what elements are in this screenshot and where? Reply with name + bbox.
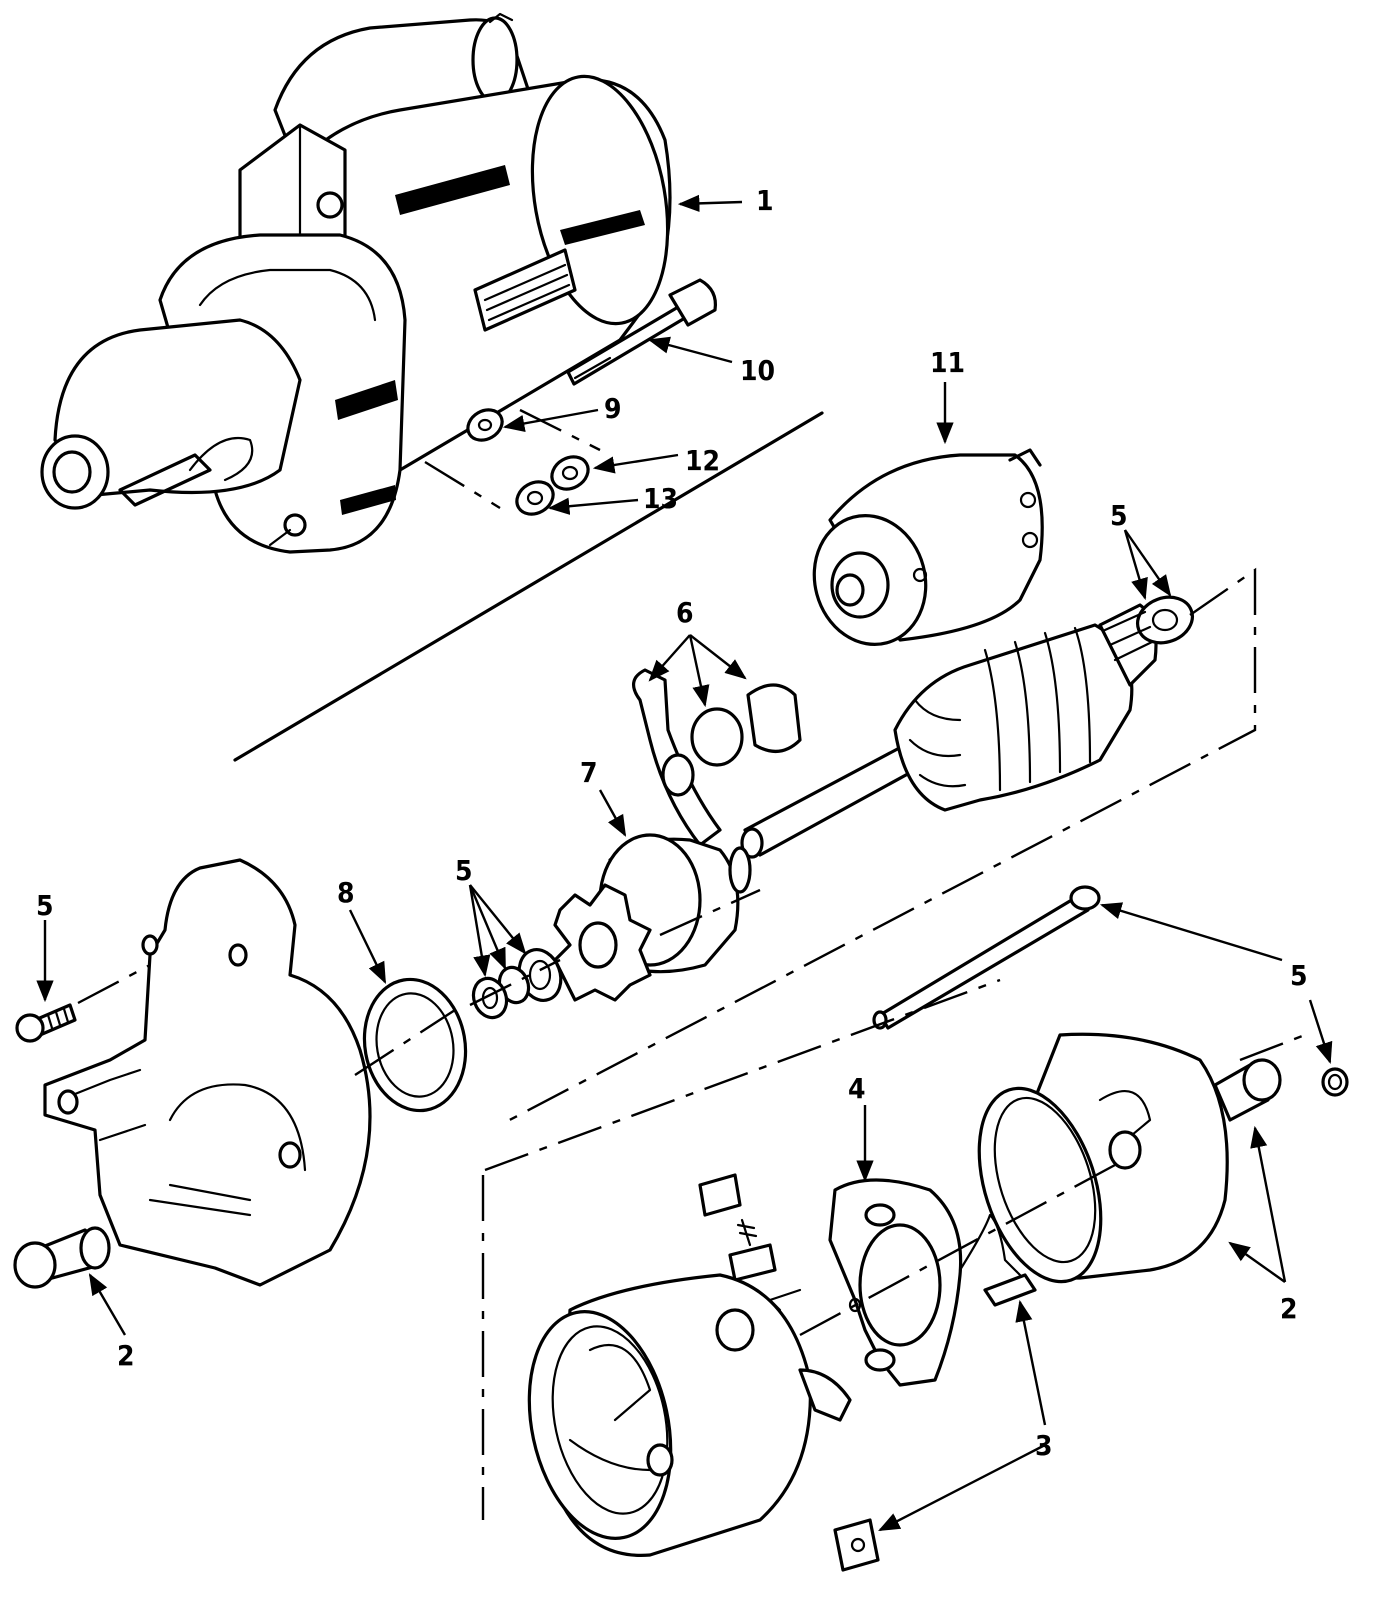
callout-5-screw: 5 bbox=[36, 889, 54, 922]
callout-5-bolt: 5 bbox=[1290, 959, 1308, 992]
assembly-dashed-lines bbox=[354, 567, 1306, 1520]
callout-3: 3 bbox=[1035, 1429, 1053, 1462]
seal-8 bbox=[362, 977, 468, 1113]
callout-12: 12 bbox=[685, 444, 720, 477]
callout-4: 4 bbox=[848, 1072, 866, 1105]
callout-9: 9 bbox=[604, 392, 622, 425]
through-bolt-and-washers bbox=[424, 278, 718, 516]
callout-5-rings: 5 bbox=[455, 854, 473, 887]
separator-line bbox=[233, 411, 824, 762]
through-bolt-5 bbox=[872, 885, 1101, 1030]
brush-holder-4 bbox=[698, 1173, 1037, 1387]
leader-arrows bbox=[36, 194, 1333, 1532]
callout-2-rear: 2 bbox=[1280, 1292, 1298, 1325]
rear-cover-2 bbox=[977, 1032, 1282, 1284]
callout-5-armature: 5 bbox=[1110, 499, 1128, 532]
callout-labels: 1 10 9 12 13 11 5 6 7 5 8 5 5 5 2 2 4 3 bbox=[36, 184, 1308, 1462]
armature bbox=[740, 595, 1194, 859]
drive-pinion-7 bbox=[553, 833, 752, 1002]
brush-3-bottom bbox=[833, 1518, 880, 1572]
callout-1: 1 bbox=[756, 184, 774, 217]
starter-assembly bbox=[40, 12, 672, 554]
callout-11: 11 bbox=[930, 346, 965, 379]
front-housing-2 bbox=[13, 858, 372, 1289]
callout-6: 6 bbox=[676, 596, 694, 629]
nut-5-right bbox=[1321, 1067, 1349, 1097]
callout-2-front: 2 bbox=[117, 1339, 135, 1372]
solenoid-11 bbox=[812, 448, 1044, 646]
screw-5-left bbox=[15, 963, 151, 1043]
callout-13: 13 bbox=[643, 482, 678, 515]
callout-7: 7 bbox=[580, 756, 598, 789]
shift-lever bbox=[632, 668, 802, 847]
callout-10: 10 bbox=[740, 354, 775, 387]
field-frame bbox=[527, 1273, 852, 1557]
callout-8: 8 bbox=[337, 876, 355, 909]
rings-5 bbox=[471, 948, 563, 1020]
